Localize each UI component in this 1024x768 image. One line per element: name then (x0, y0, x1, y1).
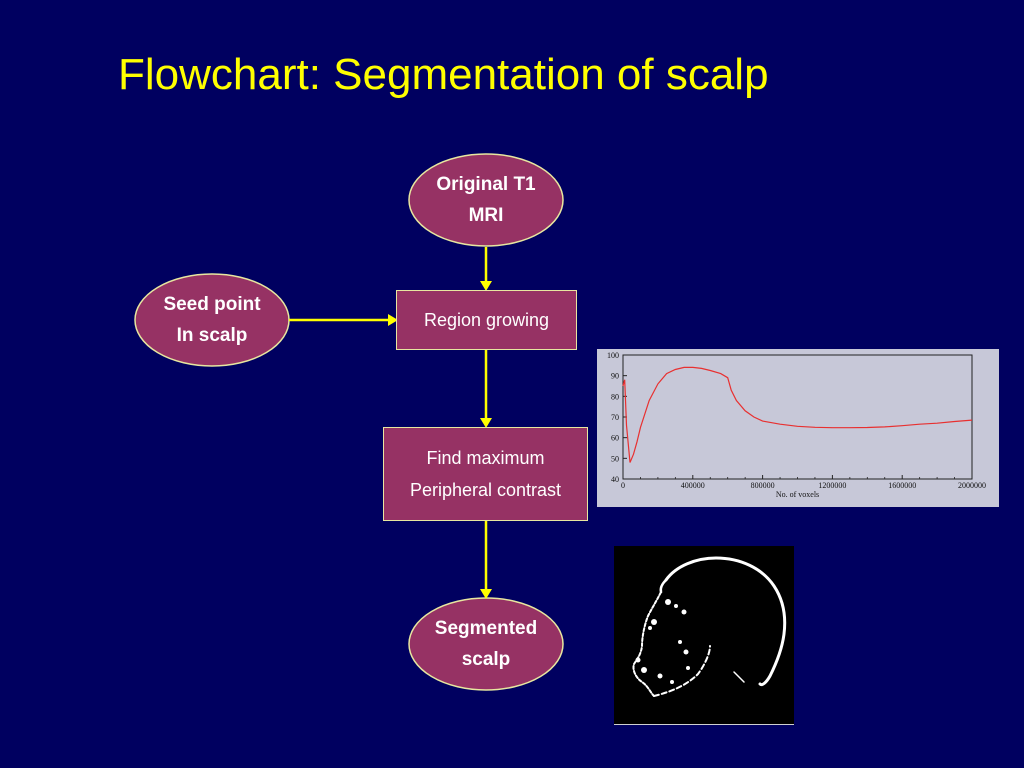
plot-frame (622, 354, 973, 480)
tissue-fragment (686, 666, 690, 670)
tissue-fragment (678, 640, 682, 644)
x-tick-label: 1200000 (818, 481, 846, 490)
y-tick-label: 90 (611, 372, 619, 381)
node-line: Original T1 (436, 174, 536, 195)
y-tick-label: 100 (607, 351, 619, 360)
node-line: Segmented (434, 618, 538, 639)
contrast-plot-svg: 40 50 60 70 80 90 100 0 400000 800000 1200000 16000… (607, 351, 986, 499)
face-profile (632, 591, 662, 697)
node-line: Seed point (163, 294, 261, 315)
y-tick-label: 60 (611, 434, 619, 443)
arrowhead-original-to-region (480, 281, 492, 291)
region-growing-node: Region growing (396, 290, 577, 350)
tissue-fragment (674, 604, 678, 608)
tissue-fragment (641, 667, 647, 673)
original-node-shape (408, 153, 564, 247)
segmented-scalp-image (614, 546, 794, 725)
node-label: Region growing (423, 310, 550, 330)
seed-point-node: Seed point In scalp (135, 274, 289, 366)
jaw-outline (653, 645, 711, 697)
y-tick-label: 80 (611, 392, 619, 401)
y-tick-label: 40 (611, 475, 619, 484)
tissue-fragment (683, 649, 689, 655)
original-t1-mri-node: Original T1 MRI (409, 154, 563, 246)
y-tick-label: 70 (611, 413, 619, 422)
x-axis-label: No. of voxels (776, 490, 819, 499)
forehead-outline (659, 578, 668, 594)
slide-title: Flowchart: Segmentation of scalp (118, 50, 769, 99)
x-tick-label: 0 (621, 481, 625, 490)
tissue-fragment (651, 619, 657, 625)
image-bottom-edge (614, 724, 794, 725)
arrowhead-region-to-findmax (480, 418, 492, 428)
segmented-scalp-node: Segmented scalp (409, 598, 563, 690)
node-line: Peripheral contrast (409, 480, 562, 500)
x-tick-label: 800000 (751, 481, 775, 490)
series-line-0 (622, 366, 973, 463)
node-line: scalp (461, 649, 511, 670)
skull-outline-graphic (632, 556, 787, 697)
node-line: In scalp (176, 325, 248, 346)
find-maximum-node: Find maximum Peripheral contrast (383, 427, 588, 521)
tissue-fragment (665, 599, 671, 605)
y-tick-label: 50 (611, 454, 619, 463)
tissue-fragment (681, 609, 687, 615)
tissue-fragment (648, 626, 652, 630)
x-tick-label: 1600000 (888, 481, 916, 490)
contrast-plot: 40 50 60 70 80 90 100 0 400000 800000 1200000 16000… (597, 349, 999, 507)
node-line: Find maximum (426, 448, 545, 468)
x-tick-label: 2000000 (958, 481, 986, 490)
neck-fragment (733, 671, 745, 683)
node-line: MRI (468, 205, 504, 226)
tissue-fragment (670, 680, 674, 684)
x-tick-label: 400000 (681, 481, 705, 490)
arrowhead-seed-to-region (388, 314, 398, 326)
tissue-fragment (657, 673, 663, 679)
scalp-outline (664, 556, 787, 687)
tissue-fragment (635, 657, 641, 663)
arrowhead-findmax-to-segmented (480, 589, 492, 599)
